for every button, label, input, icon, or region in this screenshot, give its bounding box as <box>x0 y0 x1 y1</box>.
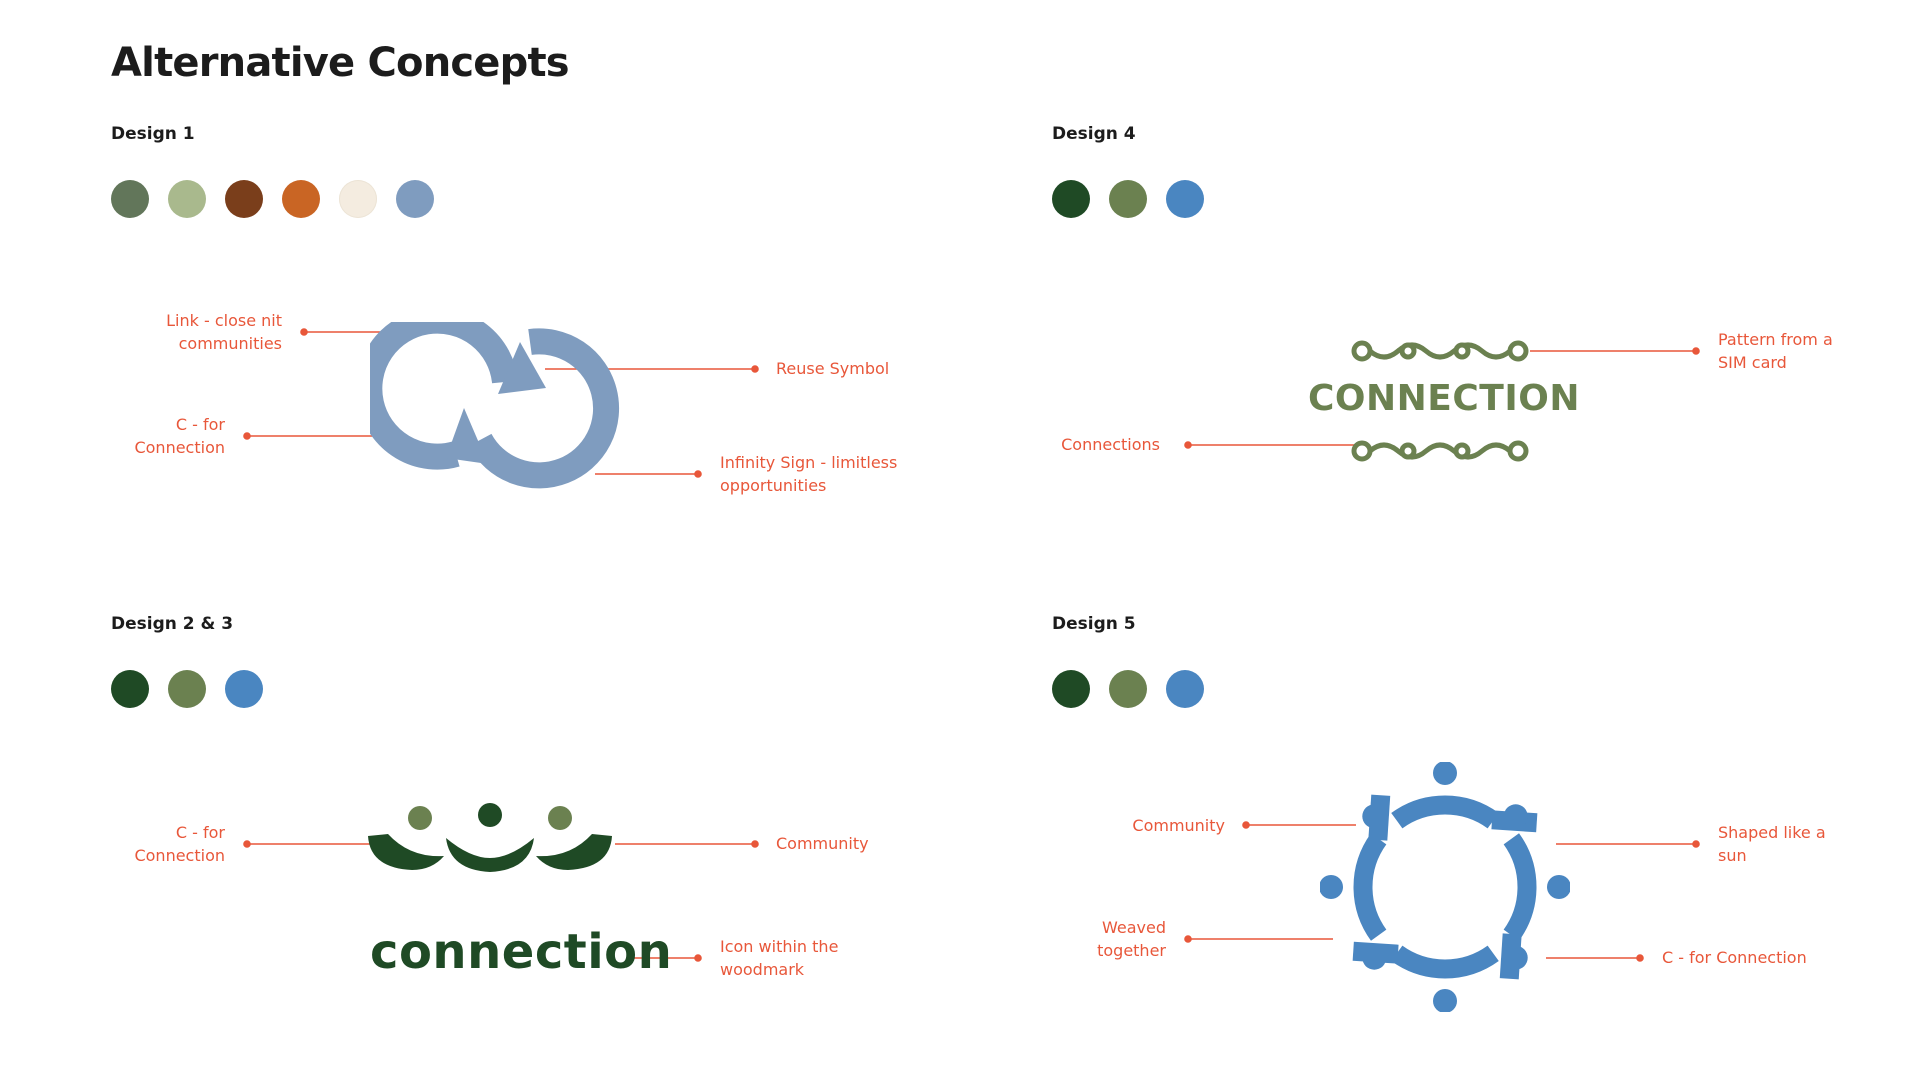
design-4-title: Design 4 <box>1052 124 1136 144</box>
annotation-c-for-connection: C - for Connection <box>134 415 225 457</box>
annotation-infinity-sign: Infinity Sign - limitless opportunities <box>720 453 898 495</box>
annotation-icon-in-woodmark: Icon within the woodmark <box>720 937 839 979</box>
color-swatch <box>1109 670 1147 708</box>
color-swatch <box>396 180 434 218</box>
sun-dot <box>1503 804 1528 829</box>
annotation-sim-pattern: Pattern from a SIM card <box>1718 330 1833 372</box>
design-2-3-title: Design 2 & 3 <box>111 614 234 634</box>
page-title: Alternative Concepts <box>111 40 570 86</box>
annotation-sun: Shaped like a sun <box>1718 823 1826 865</box>
design-5-title: Design 5 <box>1052 614 1136 634</box>
connection-wordmark: CONNECTION <box>1308 378 1580 419</box>
design-4-palette <box>1052 180 1204 218</box>
color-swatch <box>1052 180 1090 218</box>
sun-community-icon <box>1320 762 1570 1012</box>
sun-dot <box>1320 875 1343 899</box>
sun-arc <box>1391 945 1499 979</box>
sim-pattern-top-icon <box>1351 340 1529 362</box>
sim-pattern-bottom-icon <box>1351 440 1529 462</box>
design-5-palette <box>1052 670 1204 708</box>
community-icon <box>368 803 612 872</box>
connection-wordmark: connection <box>370 924 673 980</box>
design-1-title: Design 1 <box>111 124 195 144</box>
annotation-reuse-symbol: Reuse Symbol <box>776 359 890 378</box>
sun-dot <box>1503 945 1528 970</box>
annotation-c-for-connection: C - for Connection <box>134 823 225 865</box>
color-swatch <box>1166 670 1204 708</box>
sun-dot <box>1362 945 1387 970</box>
design-1-palette <box>111 180 434 218</box>
color-swatch <box>225 670 263 708</box>
annotation-link: Link - close nit communities <box>166 311 282 353</box>
sun-dot <box>1433 762 1457 785</box>
color-swatch <box>1109 180 1147 218</box>
color-swatch <box>111 180 149 218</box>
color-swatch <box>1052 670 1090 708</box>
color-swatch <box>111 670 149 708</box>
annotation-connections: Connections <box>1061 435 1160 454</box>
infinity-reuse-logo-icon <box>370 322 620 489</box>
annotation-community: Community <box>776 834 869 853</box>
sun-arc <box>1503 833 1537 941</box>
design-2-3-palette <box>111 670 263 708</box>
color-swatch <box>225 180 263 218</box>
sun-dot <box>1362 804 1387 829</box>
color-swatch <box>168 180 206 218</box>
annotation-community: Community <box>1132 816 1225 835</box>
annotation-weaved: Weaved together <box>1097 918 1166 960</box>
annotation-c-for-connection: C - for Connection <box>1662 948 1807 967</box>
color-swatch <box>282 180 320 218</box>
sun-dot <box>1547 875 1570 899</box>
sun-arc <box>1353 833 1387 941</box>
sun-arc <box>1391 795 1499 829</box>
color-swatch <box>339 180 377 218</box>
sun-dot <box>1433 989 1457 1012</box>
color-swatch <box>1166 180 1204 218</box>
color-swatch <box>168 670 206 708</box>
